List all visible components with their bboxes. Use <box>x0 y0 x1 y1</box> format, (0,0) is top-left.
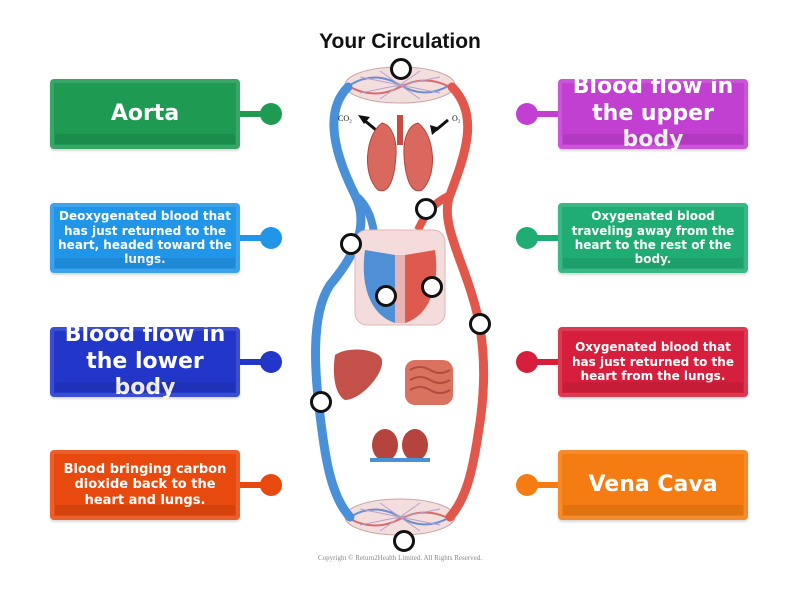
label-oxygenated-returned-text: Oxygenated blood that has just returned … <box>572 340 734 384</box>
label-lower-body-flow[interactable]: Blood flow in the lower body <box>50 322 240 400</box>
o2-label: O₂ <box>452 114 461 123</box>
o2-arrow-icon <box>430 125 440 135</box>
kidneys-icon <box>370 429 430 462</box>
label-carbon-dioxide-back[interactable]: Blood bringing carbon dioxide back to th… <box>50 450 240 520</box>
label-aorta-text: Aorta <box>110 100 180 126</box>
drop-target-upper-capillaries[interactable] <box>390 58 412 80</box>
drop-target-inferior-vena-cava[interactable] <box>310 391 332 413</box>
label-oxygenated-returned[interactable]: Oxygenated blood that has just returned … <box>558 327 748 397</box>
label-lower-body-flow-text: Blood flow in the lower body <box>64 322 226 401</box>
drop-target-descending-aorta[interactable] <box>469 313 491 335</box>
drop-target-pulmonary-artery[interactable] <box>415 198 437 220</box>
co2-label: CO₂ <box>338 114 352 123</box>
vein-path-left <box>311 82 366 522</box>
label-carbon-dioxide-back-text: Blood bringing carbon dioxide back to th… <box>63 461 227 508</box>
label-oxygenated-traveling-text: Oxygenated blood traveling away from the… <box>571 209 735 267</box>
co2-arrow-icon <box>358 115 370 124</box>
label-aorta[interactable]: Aorta <box>50 79 240 149</box>
copyright-text: Copyright © Return2Health Limited. All R… <box>318 554 482 562</box>
drop-target-superior-vena-cava[interactable] <box>340 233 362 255</box>
label-oxygenated-traveling[interactable]: Oxygenated blood traveling away from the… <box>558 203 748 273</box>
drop-target-lower-capillaries[interactable] <box>393 530 415 552</box>
label-deoxygenated-return[interactable]: Deoxygenated blood that has just returne… <box>50 203 240 273</box>
liver-icon <box>333 349 383 400</box>
label-deoxygenated-return-text: Deoxygenated blood that has just returne… <box>58 209 232 267</box>
label-upper-body-flow[interactable]: Blood flow in the upper body <box>558 74 748 152</box>
label-upper-body-flow-text: Blood flow in the upper body <box>572 74 734 153</box>
drop-target-right-ventricle[interactable] <box>375 285 397 307</box>
label-vena-cava[interactable]: Vena Cava <box>558 450 748 520</box>
intestines-icon <box>405 360 453 405</box>
lungs-icon <box>367 115 433 192</box>
label-vena-cava-text: Vena Cava <box>588 471 718 497</box>
drop-target-left-atrium[interactable] <box>421 276 443 298</box>
page-title: Your Circulation <box>319 30 481 53</box>
artery-path-right <box>442 82 489 522</box>
circulation-diagram: CO₂ O₂ <box>311 66 489 536</box>
